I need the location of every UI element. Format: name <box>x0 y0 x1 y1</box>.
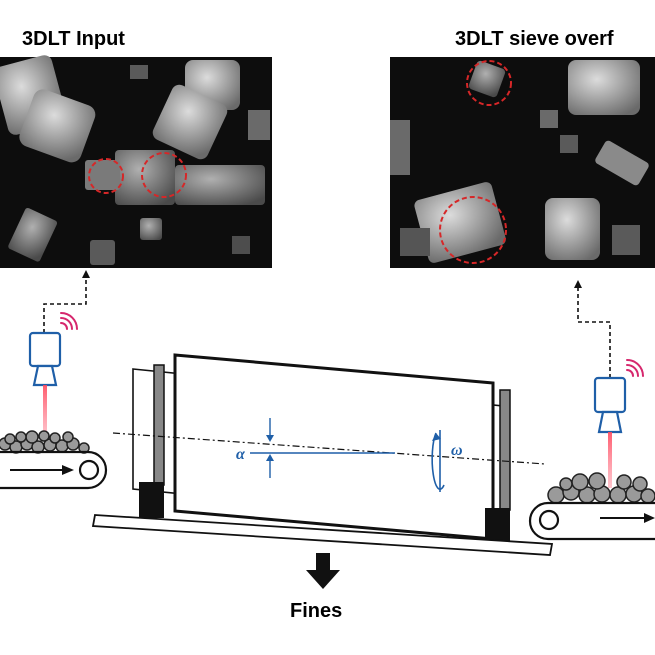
rotation-speed-label: ω <box>451 442 463 459</box>
input-conveyor <box>0 430 108 490</box>
overflow-depth-image <box>390 57 655 268</box>
right-arrow-icon <box>644 513 655 523</box>
highlight-circle <box>439 196 507 264</box>
right-arrow-icon <box>62 465 74 475</box>
input-depth-image <box>0 55 272 268</box>
input-panel-title: 3DLT Input <box>22 28 125 50</box>
laser-beam <box>608 432 612 488</box>
fines-label: Fines <box>290 600 343 622</box>
up-arrow-icon <box>82 270 90 278</box>
overflow-panel-title: 3DLT sieve overf <box>455 28 614 50</box>
left-data-link <box>43 278 87 333</box>
right-data-link <box>577 288 611 378</box>
overflow-conveyor <box>528 472 655 541</box>
tilt-angle-label: α <box>236 446 246 463</box>
camera-icon <box>593 376 627 434</box>
camera-icon <box>28 331 62 387</box>
highlight-circle <box>141 152 187 198</box>
wifi-signal-icon <box>626 359 644 377</box>
up-arrow-icon <box>574 280 582 288</box>
wifi-signal-icon <box>60 312 78 330</box>
rotation-arrow-icon <box>431 430 445 492</box>
trommel-screen: α ω <box>91 353 554 556</box>
down-arrow-icon <box>306 553 340 589</box>
highlight-circle <box>466 60 512 106</box>
laser-beam <box>43 385 47 438</box>
highlight-circle <box>88 158 124 194</box>
